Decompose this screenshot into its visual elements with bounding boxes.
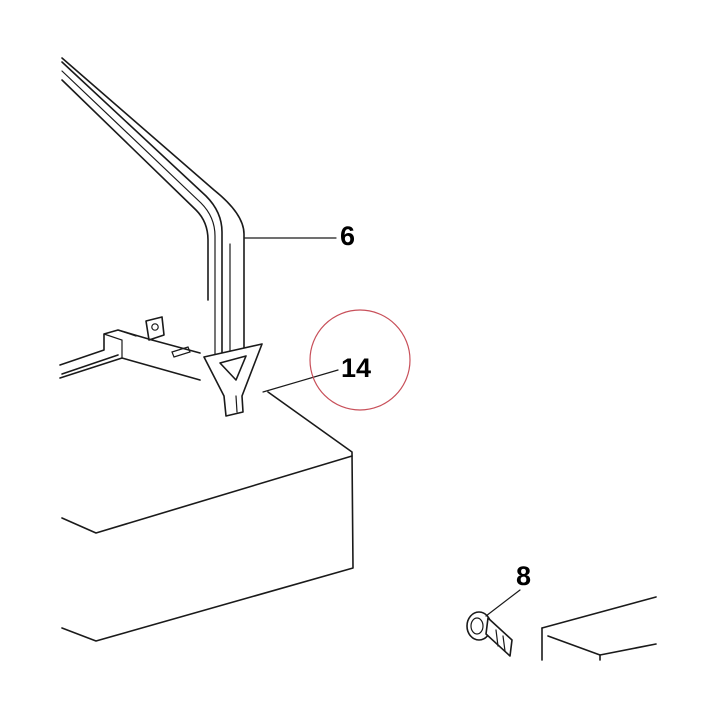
callout-6: 6	[340, 221, 355, 251]
clamp-rail	[59, 316, 201, 381]
leader-line-14	[262, 369, 339, 393]
bracket-plate	[541, 596, 657, 661]
rod-part-6	[61, 57, 245, 355]
callout-14: 14	[341, 353, 371, 383]
highlight-circle	[309, 309, 411, 411]
leader-line-8	[485, 589, 521, 617]
bolt-part-8	[466, 611, 513, 657]
callout-8: 8	[516, 561, 531, 591]
battery-housing	[61, 354, 354, 642]
hook-clip	[203, 343, 263, 417]
leader-lines	[244, 237, 521, 617]
